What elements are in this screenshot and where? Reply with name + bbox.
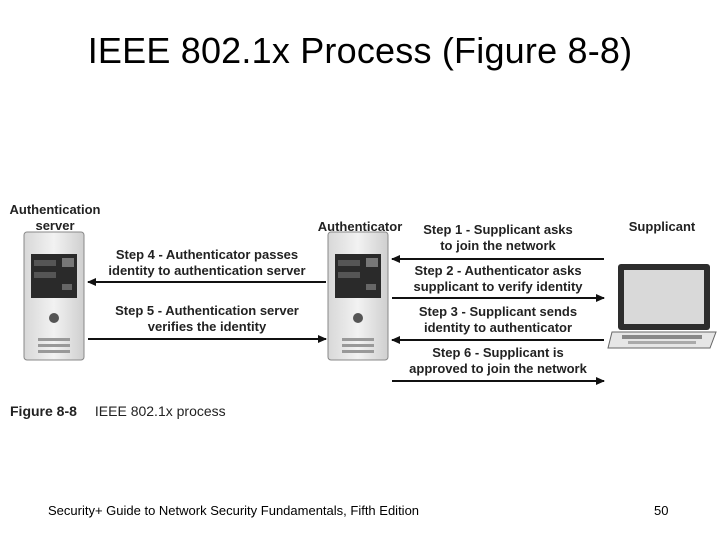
step3-label: Step 3 - Supplicant sends identity to au… xyxy=(418,304,578,335)
supplicant-laptop-icon xyxy=(607,264,717,349)
footer-book-title: Security+ Guide to Network Security Fund… xyxy=(48,503,420,518)
step6-label: Step 6 - Supplicant is approved to join … xyxy=(409,345,587,376)
supplicant-label: Supplicant xyxy=(628,219,696,234)
footer-page-number: 50 xyxy=(654,503,669,518)
figure-caption: Figure 8-8 IEEE 802.1x process xyxy=(10,403,226,419)
figure-number: Figure 8-8 xyxy=(10,403,77,419)
diagram-graphics xyxy=(23,231,717,385)
step2-label: Step 2 - Authenticator asks supplicant t… xyxy=(413,263,583,294)
authenticator-icon xyxy=(327,231,389,361)
step5-label: Step 5 - Authentication server verifies … xyxy=(115,303,299,334)
figure-caption-text: IEEE 802.1x process xyxy=(94,403,226,419)
step4-label: Step 4 - Authenticator passes identity t… xyxy=(108,247,306,278)
slide-title: IEEE 802.1x Process (Figure 8-8) xyxy=(87,30,633,71)
authenticator-label: Authenticator xyxy=(317,219,403,234)
step1-label: Step 1 - Supplicant asks to join the net… xyxy=(423,222,573,253)
auth-server-label: Authentication server xyxy=(9,202,101,233)
auth-server-icon xyxy=(23,231,85,361)
ieee-8021x-diagram: Authentication server Authenticator Supp… xyxy=(0,190,720,430)
